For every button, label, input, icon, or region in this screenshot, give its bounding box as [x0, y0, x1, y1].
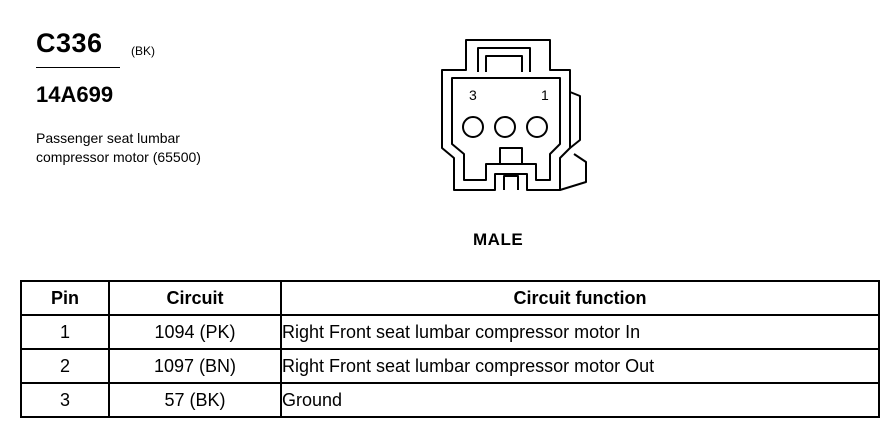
cell-circuit: 1097 (BN) [108, 348, 282, 384]
connector-latch-inner [485, 55, 523, 72]
pin-cavity-3 [462, 116, 484, 138]
cell-pin: 2 [20, 348, 110, 384]
connector-id: C336 [36, 28, 103, 58]
connector-description: Passenger seat lumbar compressor motor (… [36, 130, 201, 165]
part-number: 14A699 [36, 82, 114, 107]
cell-function: Ground [280, 382, 880, 418]
connector-side-clip-inner [559, 153, 587, 191]
table-header-row: Pin Circuit Circuit function [20, 280, 880, 316]
connector-face-diagram: 3 1 [441, 39, 587, 191]
pin-cavity-1 [526, 116, 548, 138]
cell-pin: 3 [20, 382, 110, 418]
table-row: 2 1097 (BN) Right Front seat lumbar comp… [20, 348, 880, 384]
connector-key-slot [503, 175, 519, 190]
connector-color: (BK) [131, 44, 155, 58]
connector-key [499, 147, 523, 164]
pinout-table: Pin Circuit Circuit function 1 1094 (PK)… [20, 280, 880, 418]
cell-circuit: 57 (BK) [108, 382, 282, 418]
header-circuit: Circuit [108, 280, 282, 316]
connector-side-clip [569, 91, 581, 149]
pin-cavity-2 [494, 116, 516, 138]
cell-circuit: 1094 (PK) [108, 314, 282, 350]
cell-function: Right Front seat lumbar compressor motor… [280, 348, 880, 384]
cell-function: Right Front seat lumbar compressor motor… [280, 314, 880, 350]
cell-pin: 1 [20, 314, 110, 350]
pin-label-3: 3 [469, 87, 477, 103]
table-row: 3 57 (BK) Ground [20, 382, 880, 418]
pin-label-1: 1 [541, 87, 549, 103]
connector-inner-body [451, 77, 561, 181]
header-pin: Pin [20, 280, 110, 316]
connector-latch [477, 47, 531, 72]
connector-gender: MALE [473, 230, 524, 249]
title-rule [36, 67, 120, 68]
table-row: 1 1094 (PK) Right Front seat lumbar comp… [20, 314, 880, 350]
header-circuit-function: Circuit function [280, 280, 880, 316]
